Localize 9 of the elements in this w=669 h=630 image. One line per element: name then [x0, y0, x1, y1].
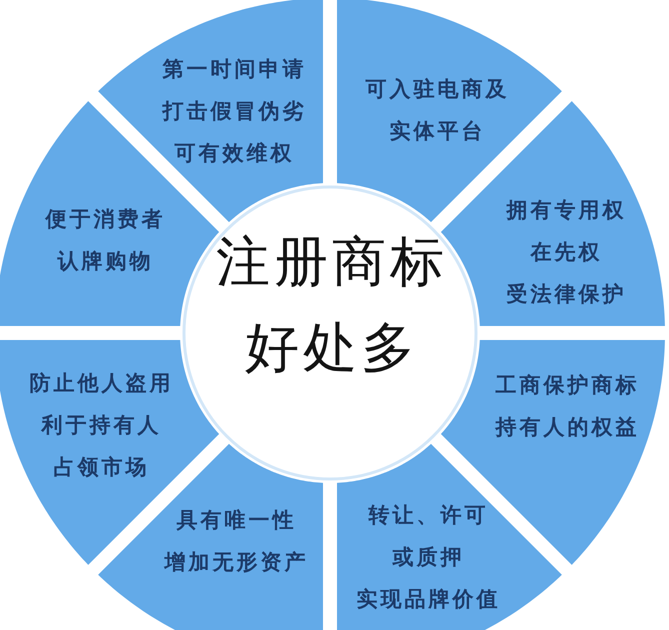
benefit-text: 便于消费者认牌购物	[44, 206, 166, 275]
benefit-text: 可入驻电商及实体平台	[364, 76, 510, 145]
benefit-text: 工商保护商标持有人的权益	[494, 372, 640, 441]
benefit-text: 具有唯一性增加无形资产	[162, 507, 308, 576]
benefit-text: 防止他人盗用利于持有人占领市场	[28, 370, 174, 481]
benefit-text: 拥有专用权在先权受法律保护	[505, 197, 626, 308]
benefit-text: 第一时间申请打击假冒伪劣可有效维权	[161, 56, 306, 167]
hub-title: 注册商标好处多	[215, 229, 448, 381]
benefit-text: 转让、许可或质押实现品牌价值	[356, 502, 500, 613]
